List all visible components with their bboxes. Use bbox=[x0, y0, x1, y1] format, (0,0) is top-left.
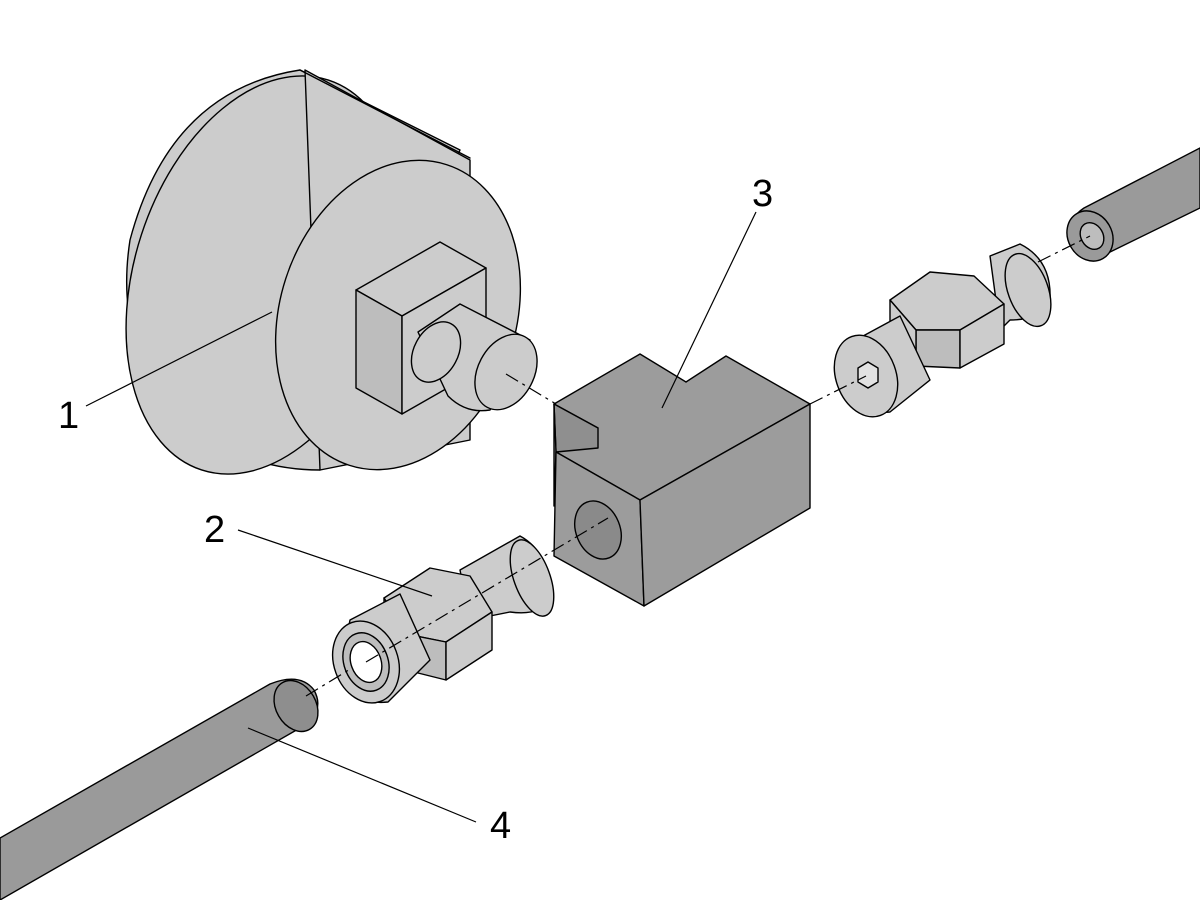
fitting-lower bbox=[331, 535, 555, 704]
tube-lower bbox=[0, 678, 319, 900]
tee-block bbox=[553, 353, 811, 607]
callout-2: 2 bbox=[204, 509, 225, 551]
pressure-gauge bbox=[125, 69, 538, 475]
fitting-upper bbox=[833, 243, 1052, 418]
callout-1: 1 bbox=[58, 395, 79, 437]
callout-4: 4 bbox=[490, 805, 511, 847]
callout-3: 3 bbox=[752, 173, 773, 215]
tube-upper bbox=[1066, 147, 1200, 262]
center-axes bbox=[305, 235, 1091, 697]
leader-lines bbox=[85, 211, 757, 823]
